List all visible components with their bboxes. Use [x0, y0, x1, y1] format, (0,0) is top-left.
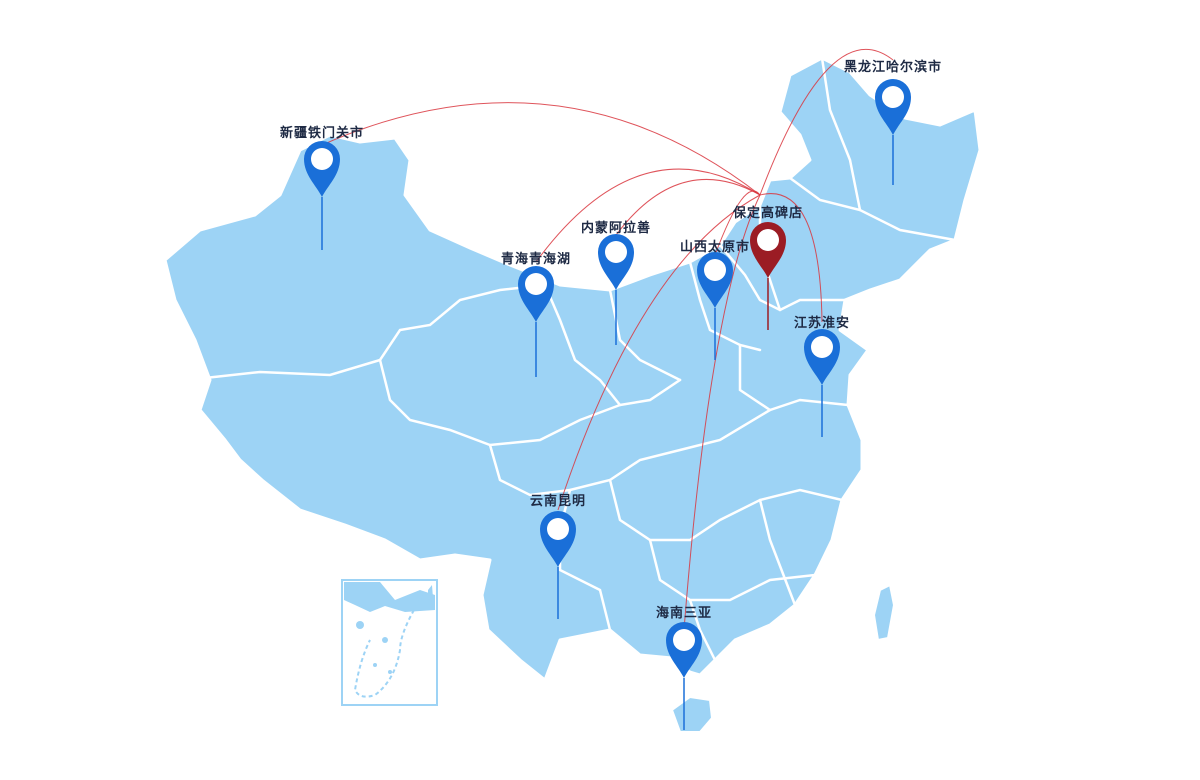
route-line-kunming	[557, 194, 761, 511]
route-lines	[321, 49, 894, 631]
location-pins	[304, 79, 911, 678]
location-pin-alashan-icon[interactable]	[598, 234, 634, 290]
province-borders	[203, 56, 957, 662]
location-pin-huaian-icon[interactable]	[804, 329, 840, 385]
destination-label-qinghai-lake: 青海青海湖	[500, 252, 572, 267]
route-line-taiyuan	[714, 190, 761, 256]
route-line-sanya	[683, 194, 761, 631]
destination-label-tiemenguan: 新疆铁门关市	[279, 126, 365, 141]
mainland-china-shape	[163, 56, 982, 682]
destination-label-harbin: 黑龙江哈尔滨市	[843, 60, 943, 75]
location-pin-harbin-icon[interactable]	[875, 79, 911, 135]
hainan-island-shape	[670, 695, 714, 733]
destination-label-huaian: 江苏淮安	[793, 316, 851, 331]
route-line-qinghai-lake	[535, 168, 761, 263]
location-pin-taiyuan-icon[interactable]	[697, 252, 733, 308]
pin-stems	[321, 135, 894, 730]
location-pin-kunming-icon[interactable]	[540, 511, 576, 567]
destination-label-sanya: 海南三亚	[655, 606, 713, 621]
location-pin-tiemenguan-icon[interactable]	[304, 141, 340, 197]
route-line-alashan	[615, 178, 761, 236]
origin-label: 保定高碑店	[732, 206, 804, 221]
origin-pin-baoding-icon[interactable]	[750, 222, 786, 278]
destination-label-kunming: 云南昆明	[529, 494, 587, 509]
taiwan-island-shape	[872, 583, 896, 642]
location-pin-qinghai-lake-icon[interactable]	[518, 266, 554, 322]
route-line-tiemenguan	[321, 102, 761, 196]
south-china-sea-inset	[341, 579, 438, 706]
location-pin-sanya-icon[interactable]	[666, 622, 702, 678]
destination-label-taiyuan: 山西太原市	[679, 240, 751, 255]
route-line-harbin	[759, 49, 894, 196]
route-line-huaian	[759, 193, 823, 323]
destination-label-alashan: 内蒙阿拉善	[580, 221, 652, 236]
